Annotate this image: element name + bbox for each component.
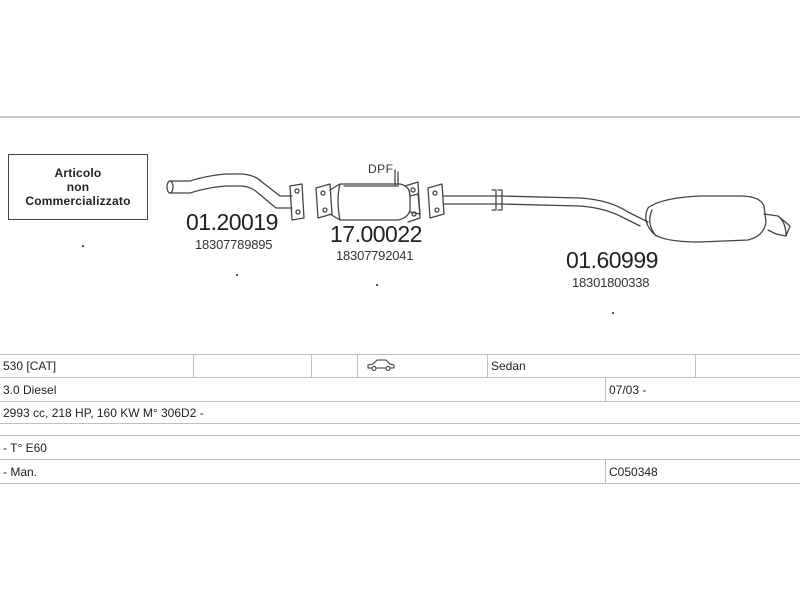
part-dot-2 [376, 284, 378, 286]
front-pipe-part [166, 173, 305, 221]
part-oe-2: 18307792041 [336, 248, 414, 263]
note-line-1: Articolo [54, 166, 102, 180]
vehicle-table: 530 [CAT] Sedan 3.0 Diesel 07/03 - 2993 … [0, 354, 800, 484]
table-row: 530 [CAT] Sedan [0, 354, 800, 378]
part-oe-3: 18301800338 [572, 275, 650, 290]
specs-cell: 2993 cc, 218 HP, 160 KW M° 306D2 - [3, 405, 204, 420]
table-row: - Man. C050348 [0, 460, 800, 484]
sedan-car-icon [366, 358, 396, 375]
catalog-code-cell: C050348 [609, 464, 658, 479]
part-code-3[interactable]: 01.60999 [566, 247, 658, 273]
transmission-cell: - Man. [0, 460, 606, 483]
part-dot-1 [236, 274, 238, 276]
table-row: 3.0 Diesel 07/03 - [0, 378, 800, 402]
model-cell: 530 [CAT] [0, 355, 194, 377]
not-commercialized-note: Articolo non Commercializzato [8, 154, 148, 220]
empty-cell [194, 355, 312, 377]
body-cell: Sedan [488, 355, 696, 377]
dpf-label: DPF [368, 162, 394, 176]
part-code-2[interactable]: 17.00022 [330, 221, 422, 247]
rear-silencer-part [427, 183, 791, 243]
table-row: - T° E60 [0, 436, 800, 460]
type-cell: - T° E60 [3, 440, 47, 455]
note-line-2: non [66, 180, 90, 194]
empty-cell [696, 355, 800, 377]
part-code-1[interactable]: 01.20019 [186, 209, 278, 235]
table-row: 2993 cc, 218 HP, 160 KW M° 306D2 - [0, 402, 800, 424]
date-cell: 07/03 - [609, 382, 647, 397]
empty-cell [312, 355, 358, 377]
note-dot [82, 245, 84, 247]
engine-cell: 3.0 Diesel [0, 378, 606, 401]
top-rule [0, 116, 800, 118]
part-oe-1: 18307789895 [195, 237, 273, 252]
note-line-3: Commercializzato [25, 194, 131, 208]
car-icon-cell [358, 355, 488, 377]
table-row [0, 424, 800, 436]
part-dot-3 [612, 312, 614, 314]
dpf-part [315, 169, 421, 223]
